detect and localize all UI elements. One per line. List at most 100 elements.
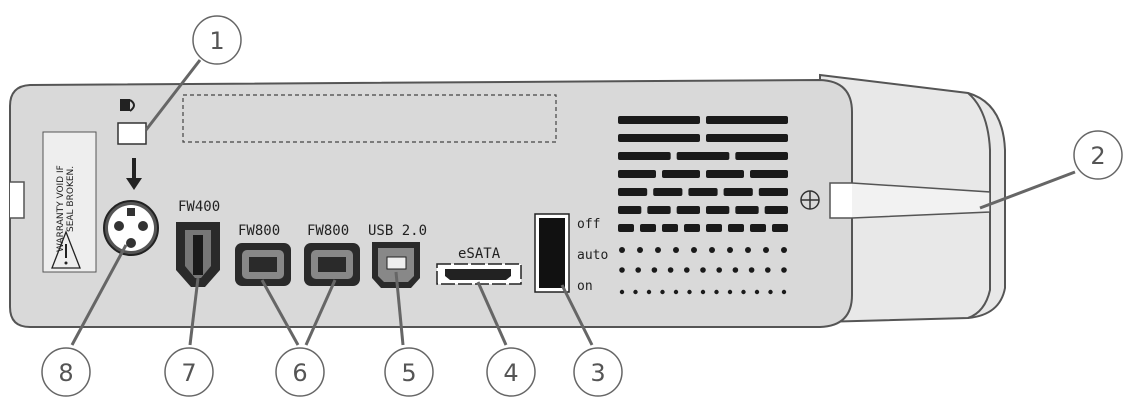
vent-hole bbox=[781, 267, 787, 273]
vent-slot bbox=[772, 224, 788, 232]
vent-slot bbox=[735, 206, 759, 214]
leader-5 bbox=[394, 271, 405, 346]
callout-4-number: 4 bbox=[503, 359, 518, 387]
vent-slot bbox=[735, 152, 788, 160]
callout-1: 1 bbox=[192, 15, 242, 65]
vent-hole bbox=[633, 289, 638, 295]
vent-slot bbox=[618, 188, 648, 196]
vent-hole bbox=[745, 247, 751, 253]
callout-8: 8 bbox=[41, 347, 91, 397]
vent-slot bbox=[728, 224, 744, 232]
vent-slot bbox=[662, 224, 678, 232]
callout-5-number: 5 bbox=[401, 359, 416, 387]
vent-slot bbox=[688, 188, 718, 196]
enclosure-side-edge bbox=[967, 92, 991, 319]
vent-hole bbox=[687, 289, 692, 295]
screw-icon bbox=[800, 190, 820, 210]
vent-hole bbox=[748, 267, 755, 273]
security-slot-channel bbox=[851, 182, 991, 219]
callout-7-number: 7 bbox=[181, 359, 196, 387]
callout-7: 7 bbox=[164, 347, 214, 397]
vent-slot bbox=[750, 224, 766, 232]
fw800-a-port bbox=[235, 243, 291, 286]
vent-hole bbox=[673, 247, 679, 253]
fw400-port bbox=[176, 222, 220, 287]
vent-hole bbox=[714, 289, 719, 295]
vent-slot bbox=[706, 116, 788, 124]
vent-hole bbox=[700, 267, 706, 273]
vent-slot bbox=[723, 188, 753, 196]
vent-hole bbox=[732, 267, 739, 273]
callout-leaders bbox=[70, 59, 1076, 346]
esata-label: eSATA bbox=[458, 246, 501, 262]
callout-3: 3 bbox=[573, 347, 623, 397]
leader-6a bbox=[260, 279, 300, 346]
vent-slot bbox=[764, 206, 788, 214]
vent-hole bbox=[684, 267, 690, 273]
vent-hole bbox=[763, 247, 769, 253]
callout-2-number: 2 bbox=[1090, 142, 1105, 170]
switch-label-auto: auto bbox=[577, 248, 608, 263]
vent-slot bbox=[618, 116, 700, 124]
usb-port bbox=[372, 242, 420, 288]
vent-hole bbox=[716, 267, 722, 273]
warranty-line-2: SEAL BROKEN. bbox=[66, 166, 76, 232]
leader-8 bbox=[70, 244, 128, 346]
vent-hole bbox=[741, 289, 746, 295]
vent-hole bbox=[691, 247, 697, 253]
vent-slot bbox=[618, 206, 642, 214]
fw400-label: FW400 bbox=[178, 199, 220, 215]
vent-hole bbox=[646, 289, 652, 295]
fw800-b-label: FW800 bbox=[307, 223, 349, 239]
vent-slot bbox=[653, 188, 683, 196]
vent-hole bbox=[619, 267, 625, 273]
switch-label-off: off bbox=[577, 217, 600, 232]
vent-slot bbox=[640, 224, 656, 232]
vent-hole bbox=[765, 267, 771, 273]
leader-2 bbox=[979, 170, 1076, 210]
vent-slot bbox=[750, 170, 788, 178]
vent-hole bbox=[635, 267, 641, 273]
warranty-sticker: WARRANTY VOID IF SEAL BROKEN. bbox=[42, 131, 97, 273]
lock-icon bbox=[120, 99, 135, 112]
leader-7 bbox=[188, 277, 200, 346]
callout-2: 2 bbox=[1073, 130, 1123, 180]
vent-slot bbox=[618, 152, 671, 160]
vent-hole bbox=[727, 247, 733, 253]
callout-4: 4 bbox=[486, 347, 536, 397]
warranty-line-1: WARRANTY VOID IF bbox=[56, 165, 66, 252]
vent-hole bbox=[619, 247, 625, 253]
callout-1-number: 1 bbox=[209, 27, 224, 55]
leader-6b bbox=[304, 279, 337, 346]
vent-hole bbox=[655, 247, 661, 253]
fw800-a-label: FW800 bbox=[238, 223, 280, 239]
vent-slot bbox=[684, 224, 700, 232]
vent-hole bbox=[700, 289, 706, 295]
vent-slot bbox=[662, 170, 700, 178]
usb-label: USB 2.0 bbox=[368, 223, 427, 239]
vent-hole bbox=[781, 289, 787, 295]
vent-slot bbox=[706, 206, 730, 214]
lock-slot bbox=[117, 122, 147, 145]
vent-slot bbox=[706, 170, 744, 178]
switch-label-on: on bbox=[577, 279, 593, 294]
vent-slot bbox=[706, 224, 722, 232]
vent-slot bbox=[676, 206, 700, 214]
vent-hole bbox=[727, 289, 733, 295]
vent-hole bbox=[619, 289, 625, 295]
vent-hole bbox=[660, 289, 665, 295]
callout-5: 5 bbox=[384, 347, 434, 397]
dc-power-port bbox=[103, 200, 159, 256]
leader-3 bbox=[560, 284, 594, 346]
vent-hole bbox=[768, 289, 773, 295]
leader-4 bbox=[476, 281, 508, 346]
vent-slot bbox=[618, 134, 700, 142]
callout-8-number: 8 bbox=[58, 359, 73, 387]
vent-slot bbox=[676, 152, 730, 160]
callout-6: 6 bbox=[275, 347, 325, 397]
vent-hole bbox=[781, 247, 787, 253]
vent-slot bbox=[647, 206, 671, 214]
ventilation-grille bbox=[618, 116, 788, 295]
